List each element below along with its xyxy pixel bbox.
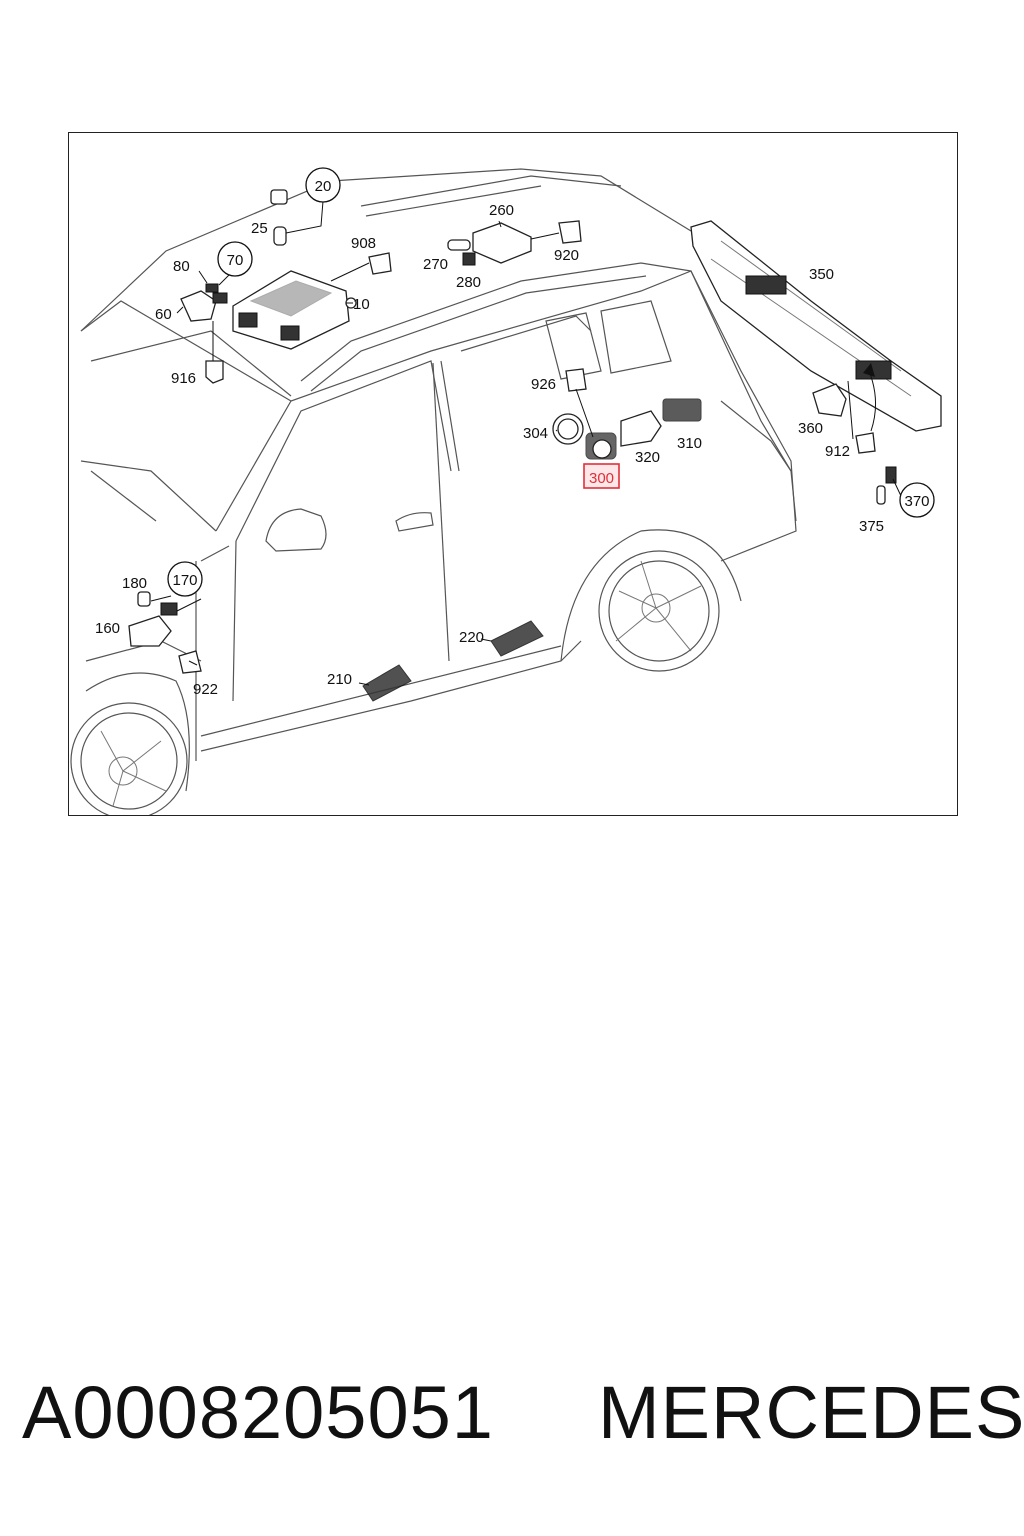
label-60: 60 xyxy=(155,306,172,323)
highlight-box-300 xyxy=(583,463,620,489)
part-caption: A0008205051 MERCEDES xyxy=(0,1370,1024,1470)
label-310: 310 xyxy=(677,435,702,452)
label-350: 350 xyxy=(809,266,834,283)
label-25: 25 xyxy=(251,220,268,237)
part-25-bulb xyxy=(270,189,288,246)
part-number: A0008205051 xyxy=(22,1371,494,1454)
label-916: 916 xyxy=(171,370,196,387)
part-labels: 20 25 70 80 60 10 908 916 260 270 280 92… xyxy=(95,178,930,698)
connector-icons xyxy=(178,220,876,674)
label-260: 260 xyxy=(489,202,514,219)
label-926: 926 xyxy=(531,376,556,393)
label-375: 375 xyxy=(859,518,884,535)
label-300: 300 xyxy=(589,470,614,487)
label-908: 908 xyxy=(351,235,376,252)
part-60-lamp xyxy=(180,283,228,322)
label-170: 170 xyxy=(172,572,197,589)
label-922: 922 xyxy=(193,681,218,698)
label-370: 370 xyxy=(904,493,929,510)
label-304: 304 xyxy=(523,425,548,442)
label-912: 912 xyxy=(825,443,850,460)
part-220-lamp xyxy=(490,620,544,657)
label-270: 270 xyxy=(423,256,448,273)
part-210-lamp xyxy=(362,664,412,702)
part-310-switch xyxy=(662,398,702,422)
label-360: 360 xyxy=(798,420,823,437)
label-280: 280 xyxy=(456,274,481,291)
label-210: 210 xyxy=(327,671,352,688)
label-80: 80 xyxy=(173,258,190,275)
label-70: 70 xyxy=(227,252,244,269)
vehicle-outline xyxy=(70,168,797,815)
leader-lines xyxy=(150,200,902,686)
part-300-switch xyxy=(585,432,617,460)
label-920: 920 xyxy=(554,247,579,264)
part-10-overhead-console xyxy=(232,270,357,350)
label-320: 320 xyxy=(635,449,660,466)
part-320-lens xyxy=(620,410,662,447)
part-260-dome-lamp xyxy=(447,222,532,266)
callout-circles xyxy=(167,167,935,597)
part-360-lamp xyxy=(812,383,847,417)
parts-diagram-frame: 20 25 70 80 60 10 908 916 260 270 280 92… xyxy=(68,132,958,816)
part-304-ring xyxy=(552,413,584,445)
parts-diagram: 20 25 70 80 60 10 908 916 260 270 280 92… xyxy=(70,167,942,815)
label-20: 20 xyxy=(315,178,332,195)
part-375-bulb xyxy=(876,466,897,505)
part-160-lamp xyxy=(128,591,178,647)
part-350-rear-trim xyxy=(690,220,942,432)
brand-name: MERCEDES xyxy=(598,1371,1024,1454)
label-180: 180 xyxy=(122,575,147,592)
label-10: 10 xyxy=(353,296,370,313)
label-220: 220 xyxy=(459,629,484,646)
label-160: 160 xyxy=(95,620,120,637)
